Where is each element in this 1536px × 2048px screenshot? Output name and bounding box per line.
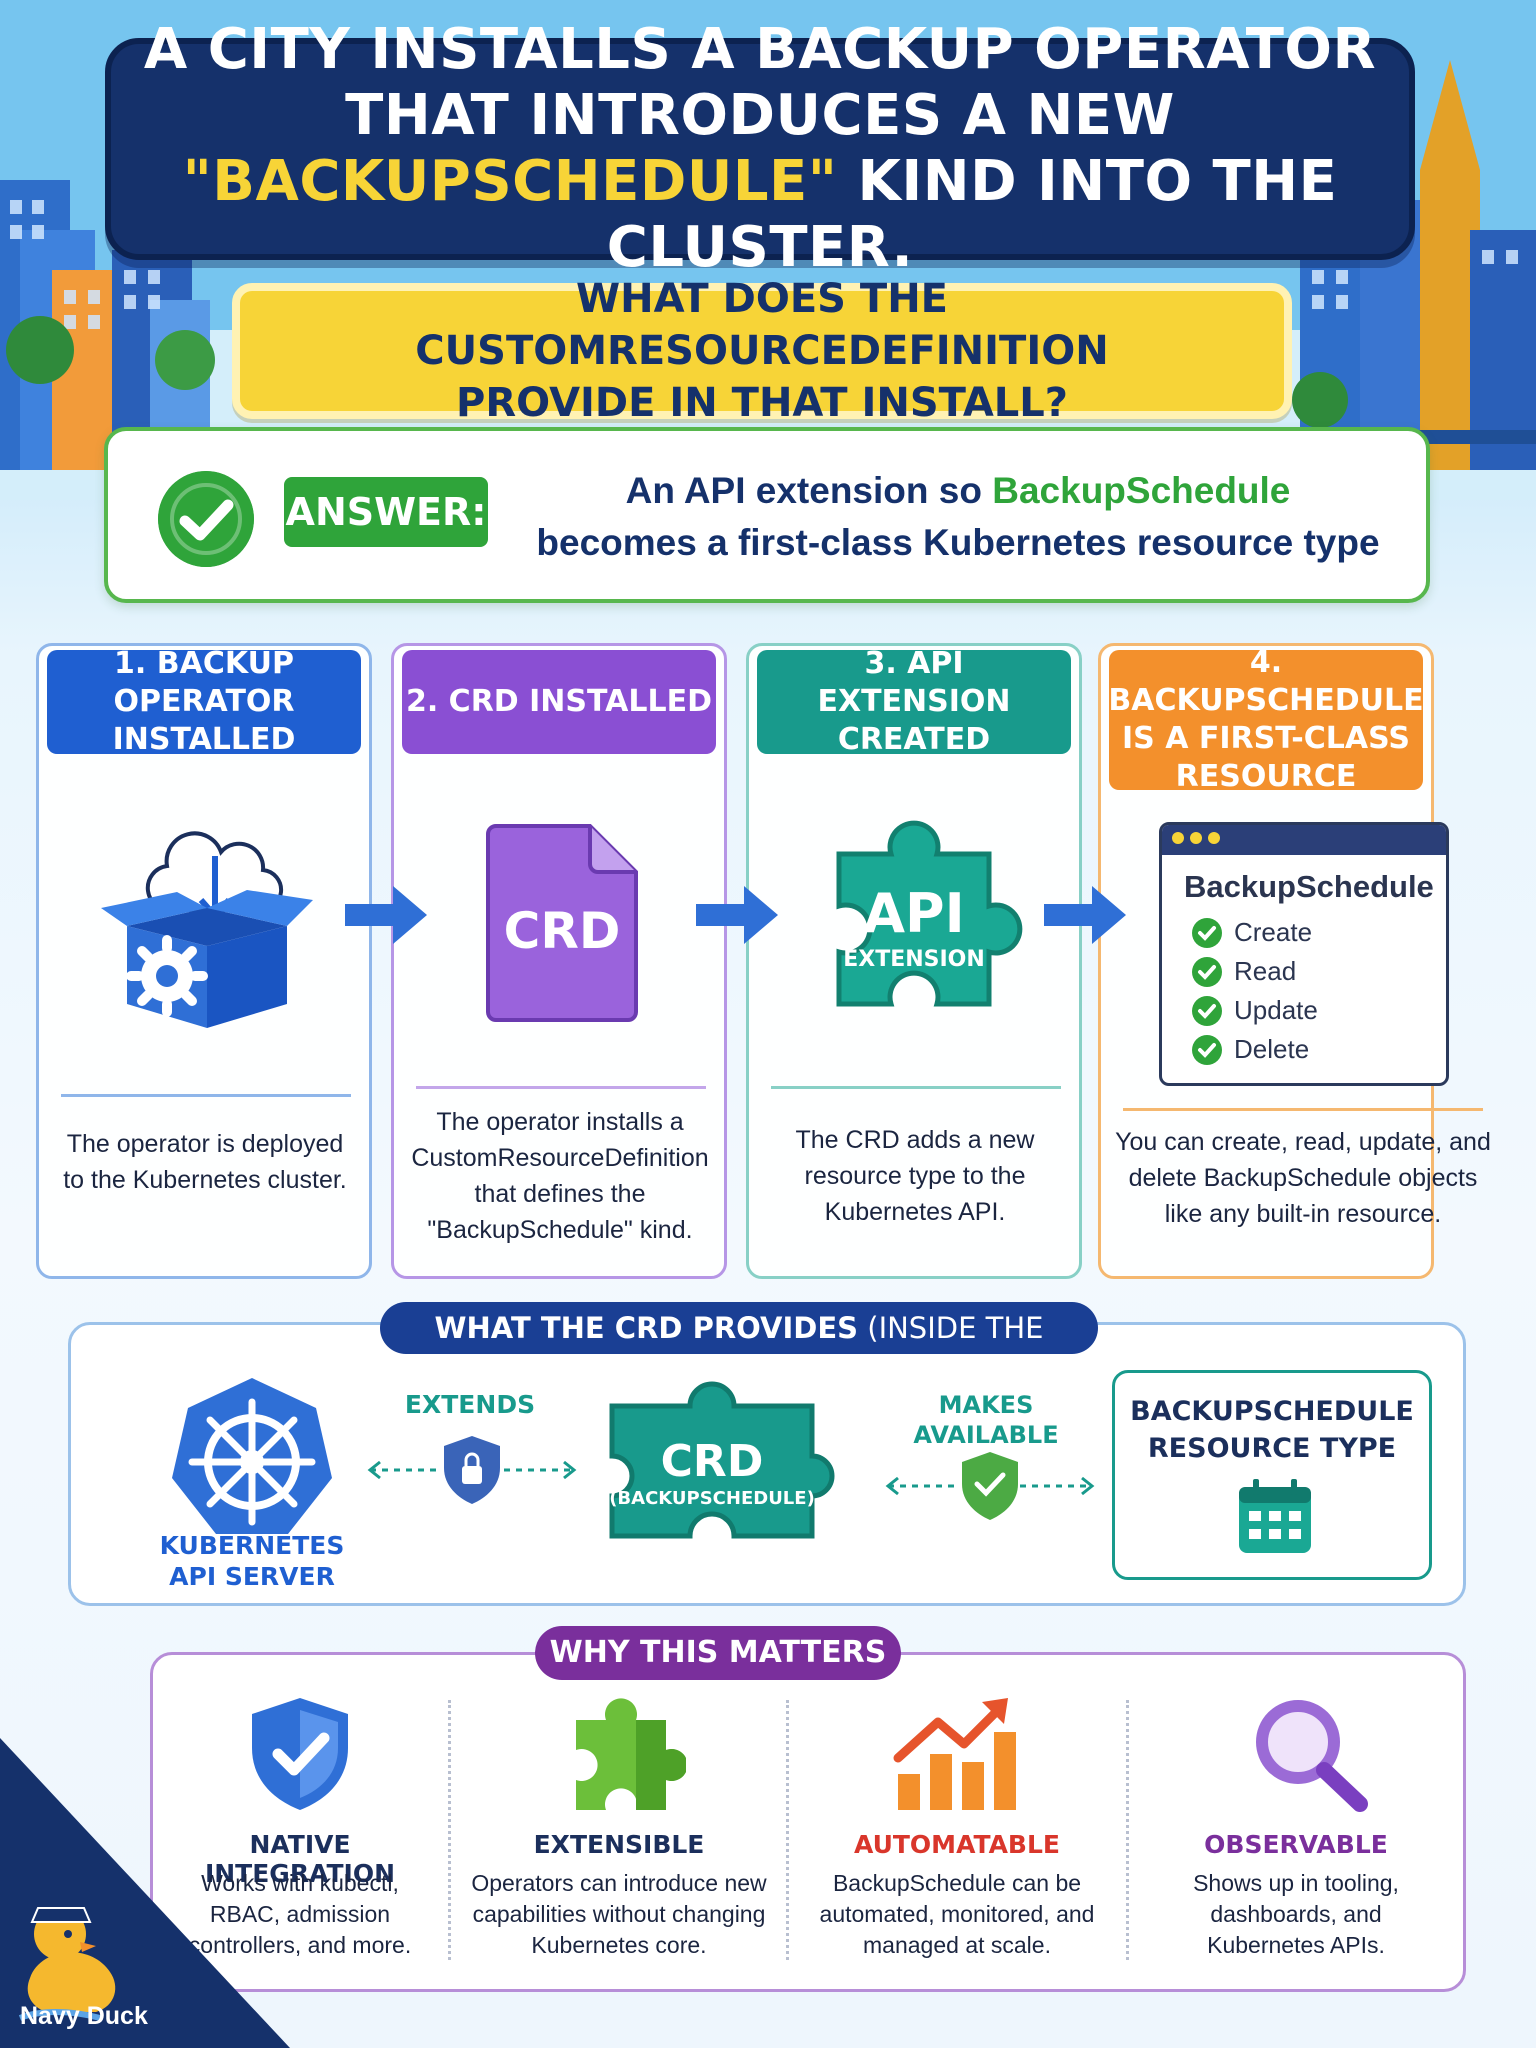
check-icon bbox=[1192, 1034, 1222, 1065]
operation-label: Create bbox=[1234, 917, 1313, 947]
extends-connector bbox=[367, 1436, 577, 1504]
question-line-1: WHAT DOES THE CUSTOMRESOURCEDEFINITION bbox=[415, 276, 1109, 374]
title-line-3-rest: KIND INTO THE CLUSTER. bbox=[606, 149, 1338, 280]
growth-chart-icon bbox=[893, 1698, 1016, 1810]
step-description-1: The operator is deployed to the Kubernet… bbox=[63, 1130, 347, 1194]
brand-name: Navy Duck bbox=[20, 2002, 148, 2030]
why-item-title-1: NATIVE INTEGRATION bbox=[204, 1830, 396, 1888]
title-line-3: "BACKUPSCHEDULE" KIND INTO THE CLUSTER. bbox=[111, 149, 1409, 281]
step-description-3: The CRD adds a new resource type to the … bbox=[795, 1126, 1035, 1226]
divider bbox=[771, 1086, 1061, 1089]
operation-label: Update bbox=[1234, 995, 1318, 1025]
check-icon bbox=[1192, 917, 1222, 948]
answer-highlight: BackupSchedule bbox=[992, 470, 1291, 511]
check-icon bbox=[1192, 995, 1222, 1026]
crd-provides-title: WHAT THE CRD PROVIDES (INSIDE THE CLUSTE… bbox=[380, 1302, 1098, 1397]
calendar-icon bbox=[1239, 1479, 1311, 1553]
why-this-matters-title: WHY THIS MATTERS bbox=[535, 1626, 901, 1680]
box-gear-icon bbox=[101, 831, 313, 1028]
divider bbox=[1126, 1700, 1129, 1960]
answer-line-1: An API extension so BackupSchedule bbox=[508, 465, 1408, 517]
resource-type-line-1: BACKUPSCHEDULE bbox=[1130, 1396, 1414, 1427]
step-title-2: 2. CRD INSTALLED bbox=[402, 650, 716, 754]
operation-update: Update bbox=[1192, 991, 1446, 1030]
arrow-right-icon bbox=[696, 886, 778, 944]
why-item-title-4: OBSERVABLE bbox=[1204, 1830, 1388, 1859]
check-circle-icon bbox=[158, 471, 254, 567]
operation-read: Read bbox=[1192, 952, 1446, 991]
api-puzzle-icon: API EXTENSION bbox=[836, 820, 1023, 1007]
window-title: BackupSchedule bbox=[1184, 869, 1434, 904]
why-item-desc-2: Operators can introduce new capabilities… bbox=[471, 1870, 767, 1958]
crd-puzzle-icon: CRD (BACKUPSCHEDULE) bbox=[609, 1381, 835, 1539]
operation-label: Read bbox=[1234, 956, 1297, 986]
makes-available-label: MAKES AVAILABLE bbox=[900, 1390, 1072, 1450]
step-description-2: The operator installs a CustomResourceDe… bbox=[411, 1108, 709, 1244]
makes-available-line-2: AVAILABLE bbox=[913, 1421, 1059, 1449]
api-server-label: KUBERNETES API SERVER bbox=[150, 1530, 354, 1592]
makes-available-connector bbox=[885, 1452, 1095, 1520]
why-item-desc-1: Works with kubectl, RBAC, admission cont… bbox=[188, 1870, 412, 1958]
arrow-right-icon bbox=[345, 886, 427, 944]
why-item-title-3: AUTOMATABLE bbox=[854, 1830, 1060, 1859]
title-line-2: THAT INTRODUCES A NEW bbox=[345, 83, 1175, 148]
api-server-label-line-2: API SERVER bbox=[169, 1562, 335, 1591]
divider bbox=[1123, 1108, 1483, 1111]
question-banner: WHAT DOES THE CUSTOMRESOURCEDEFINITION P… bbox=[232, 276, 1292, 426]
kubernetes-helm-icon bbox=[172, 1378, 332, 1534]
divider bbox=[786, 1700, 789, 1960]
title-highlight: "BACKUPSCHEDULE" bbox=[182, 149, 838, 214]
arrow-right-icon bbox=[1044, 886, 1126, 944]
api-icon-sub-text: EXTENSION bbox=[843, 947, 985, 972]
crd-provides-title-main: WHAT THE CRD PROVIDES bbox=[434, 1311, 859, 1345]
operation-label: Delete bbox=[1234, 1034, 1310, 1064]
why-item-desc-3: BackupSchedule can be automated, monitor… bbox=[819, 1870, 1095, 1958]
window-titlebar bbox=[1162, 825, 1446, 855]
puzzle-piece-icon bbox=[576, 1698, 686, 1810]
answer-line-2: becomes a first-class Kubernetes resourc… bbox=[536, 522, 1380, 563]
question-line-2: PROVIDE IN THAT INSTALL? bbox=[456, 380, 1068, 426]
magnifier-icon bbox=[1256, 1700, 1368, 1812]
makes-available-line-1: MAKES bbox=[938, 1391, 1034, 1419]
api-icon-main-text: API bbox=[863, 882, 964, 945]
operations-list: Create Read Update Delete bbox=[1162, 905, 1446, 1069]
step-title-4: 4. BACKUPSCHEDULE IS A FIRST-CLASS RESOU… bbox=[1108, 645, 1424, 794]
crd-provides-title-sub: (INSIDE THE CLUSTER) bbox=[667, 1311, 1044, 1397]
api-server-label-line-1: KUBERNETES bbox=[159, 1531, 345, 1560]
why-item-title-2: EXTENSIBLE bbox=[533, 1830, 705, 1859]
step-card-2: 2. CRD INSTALLED CRD The operator instal… bbox=[391, 643, 727, 1279]
operation-create: Create bbox=[1192, 913, 1446, 952]
resource-type-line-2: RESOURCE TYPE bbox=[1147, 1433, 1397, 1464]
crd-puzzle-main-text: CRD bbox=[661, 1436, 764, 1487]
answer-text: An API extension so BackupSchedule becom… bbox=[508, 465, 1408, 569]
page-title: A CITY INSTALLS A BACKUP OPERATOR THAT I… bbox=[105, 17, 1415, 280]
check-icon bbox=[1192, 956, 1222, 987]
operation-delete: Delete bbox=[1192, 1030, 1446, 1069]
crd-puzzle-sub-text: (BACKUPSCHEDULE) bbox=[609, 1488, 815, 1509]
resource-type-card: BACKUPSCHEDULE RESOURCE TYPE bbox=[1112, 1370, 1432, 1580]
divider bbox=[61, 1094, 351, 1097]
answer-line-1-pre: An API extension so bbox=[625, 470, 993, 511]
step-description-4: You can create, read, update, and delete… bbox=[1115, 1128, 1491, 1228]
step-title-3: 3. API EXTENSION CREATED bbox=[757, 646, 1071, 757]
crd-icon-text: CRD bbox=[504, 902, 621, 960]
extends-label: EXTENDS bbox=[404, 1390, 536, 1419]
step-card-4: 4. BACKUPSCHEDULE IS A FIRST-CLASS RESOU… bbox=[1098, 643, 1491, 1279]
brand-mascot-corner bbox=[0, 1738, 290, 2048]
divider bbox=[448, 1700, 451, 1960]
answer-badge: ANSWER: bbox=[284, 477, 488, 547]
step-title-1: 1. BACKUP OPERATOR INSTALLED bbox=[47, 646, 361, 757]
crd-document-icon: CRD bbox=[486, 824, 638, 1022]
step-card-1: 1. BACKUP OPERATOR INSTALLED The operato… bbox=[36, 643, 372, 1279]
why-item-desc-4: Shows up in tooling, dashboards, and Kub… bbox=[1193, 1870, 1399, 1958]
title-line-1: A CITY INSTALLS A BACKUP OPERATOR bbox=[143, 17, 1377, 82]
step-card-3: 3. API EXTENSION CREATED API EXTENSION T… bbox=[746, 643, 1082, 1279]
resource-window-icon: BackupSchedule Create Read Update Delete bbox=[1159, 822, 1449, 1086]
answer-panel: ANSWER: An API extension so BackupSchedu… bbox=[104, 427, 1430, 603]
shield-check-icon bbox=[252, 1698, 348, 1810]
divider bbox=[416, 1086, 706, 1089]
resource-type-label: BACKUPSCHEDULE RESOURCE TYPE bbox=[1115, 1393, 1429, 1467]
